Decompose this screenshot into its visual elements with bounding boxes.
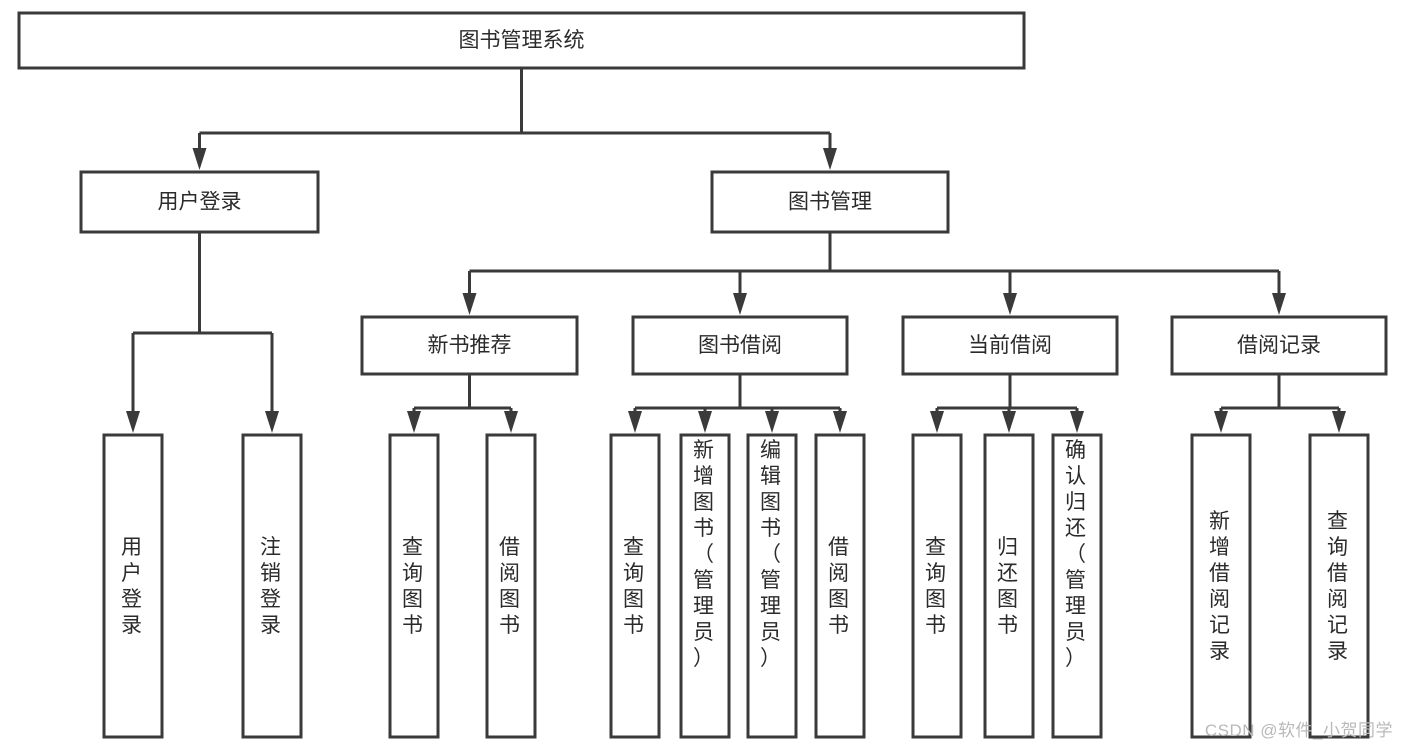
arrow-head-icon	[823, 148, 837, 170]
node-借阅图书[interactable]: 借阅图书	[814, 433, 866, 739]
node-用户登录[interactable]: 用户登录	[102, 433, 164, 739]
arrow-head-icon	[1272, 293, 1286, 315]
arrow-head-icon	[407, 411, 421, 433]
node-新增借阅记录-box[interactable]	[1190, 433, 1252, 739]
arrow-head-icon	[1002, 411, 1016, 433]
node-借阅记录-box[interactable]	[1170, 315, 1388, 376]
node-编辑图书管理员-label: 编辑图书（管理员）	[760, 439, 784, 670]
node-图书管理系统[interactable]: 图书管理系统	[17, 11, 1026, 70]
node-用户登录-label: 用户登录	[158, 191, 242, 214]
node-确认归还管理员[interactable]: 确认归还（管理员）	[1051, 433, 1103, 739]
node-图书管理系统-label: 图书管理系统	[459, 29, 585, 52]
arrow-head-icon	[698, 411, 712, 433]
node-归还图书-box[interactable]	[983, 433, 1035, 739]
arrow-head-icon	[1332, 411, 1346, 433]
arrow-head-icon	[930, 411, 944, 433]
arrow-head-icon	[833, 411, 847, 433]
node-当前借阅-box[interactable]	[901, 315, 1119, 376]
node-借阅图书[interactable]: 借阅图书	[485, 433, 537, 739]
node-查询图书-box[interactable]	[911, 433, 963, 739]
node-查询图书[interactable]: 查询图书	[388, 433, 440, 739]
arrow-head-icon	[765, 411, 779, 433]
node-查询图书-label: 查询图书	[623, 536, 647, 637]
arrow-head-icon	[462, 293, 477, 315]
node-用户登录[interactable]: 用户登录	[79, 170, 320, 234]
node-注销登录-label: 注销登录	[260, 536, 284, 637]
arrow-head-icon	[628, 411, 642, 433]
node-图书借阅-box[interactable]	[631, 315, 849, 376]
node-查询借阅记录[interactable]: 查询借阅记录	[1308, 433, 1370, 739]
node-归还图书-label: 归还图书	[997, 536, 1021, 637]
node-当前借阅[interactable]: 当前借阅	[901, 315, 1119, 376]
node-新书推荐-box[interactable]	[360, 315, 579, 376]
arrow-head-icon	[504, 411, 518, 433]
node-新增图书管理员-label: 新增图书（管理员）	[693, 439, 717, 670]
node-新增图书管理员[interactable]: 新增图书（管理员）	[679, 433, 731, 739]
node-借阅图书-box[interactable]	[485, 433, 537, 739]
node-注销登录-box[interactable]	[241, 433, 303, 739]
node-图书借阅[interactable]: 图书借阅	[631, 315, 849, 376]
node-图书借阅-label: 图书借阅	[698, 334, 782, 357]
node-layer: 图书管理系统用户登录图书管理新书推荐图书借阅当前借阅借阅记录用户登录注销登录查询…	[17, 11, 1388, 739]
node-图书管理-box[interactable]	[710, 170, 950, 234]
node-查询图书[interactable]: 查询图书	[609, 433, 661, 739]
node-新书推荐-label: 新书推荐	[428, 334, 512, 357]
node-查询图书-box[interactable]	[388, 433, 440, 739]
node-查询借阅记录-box[interactable]	[1308, 433, 1370, 739]
node-图书管理-label: 图书管理	[788, 191, 872, 214]
node-确认归还管理员-box[interactable]	[1051, 433, 1103, 739]
node-图书管理[interactable]: 图书管理	[710, 170, 950, 234]
arrow-head-icon	[265, 411, 279, 433]
node-查询图书-box[interactable]	[609, 433, 661, 739]
node-新增借阅记录[interactable]: 新增借阅记录	[1190, 433, 1252, 739]
arrow-head-icon	[1214, 411, 1228, 433]
node-用户登录-label: 用户登录	[121, 536, 145, 637]
connector-layer	[126, 68, 1346, 433]
node-用户登录-box[interactable]	[79, 170, 320, 234]
node-编辑图书管理员-box[interactable]	[746, 433, 798, 739]
node-归还图书[interactable]: 归还图书	[983, 433, 1035, 739]
node-借阅记录[interactable]: 借阅记录	[1170, 315, 1388, 376]
node-确认归还管理员-label: 确认归还（管理员）	[1065, 439, 1089, 670]
arrow-head-icon	[126, 411, 140, 433]
node-借阅图书-label: 借阅图书	[499, 536, 523, 637]
node-注销登录[interactable]: 注销登录	[241, 433, 303, 739]
arrow-head-icon	[733, 293, 747, 315]
node-借阅图书-label: 借阅图书	[828, 536, 852, 637]
node-借阅图书-box[interactable]	[814, 433, 866, 739]
node-编辑图书管理员[interactable]: 编辑图书（管理员）	[746, 433, 798, 739]
node-新增图书管理员-box[interactable]	[679, 433, 731, 739]
arrow-head-icon	[1003, 293, 1017, 315]
node-查询图书-label: 查询图书	[925, 536, 949, 637]
arrow-head-icon	[1070, 411, 1084, 433]
node-新书推荐[interactable]: 新书推荐	[360, 315, 579, 376]
node-当前借阅-label: 当前借阅	[968, 334, 1052, 357]
node-查询图书-label: 查询图书	[402, 536, 426, 637]
node-用户登录-box[interactable]	[102, 433, 164, 739]
arrow-head-icon	[192, 148, 207, 170]
node-借阅记录-label: 借阅记录	[1237, 334, 1321, 357]
node-图书管理系统-box[interactable]	[17, 11, 1026, 70]
node-查询图书[interactable]: 查询图书	[911, 433, 963, 739]
node-新增借阅记录-label: 新增借阅记录	[1209, 510, 1233, 663]
node-查询借阅记录-label: 查询借阅记录	[1327, 510, 1351, 663]
